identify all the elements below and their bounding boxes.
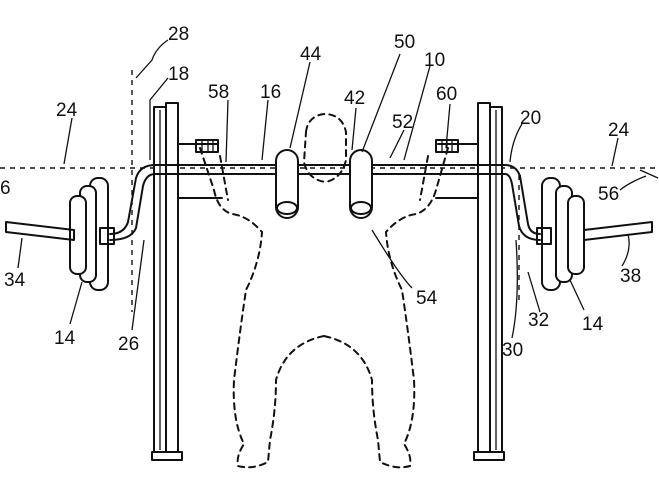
- label-10: 10: [424, 50, 445, 71]
- label-42: 42: [344, 88, 365, 109]
- label-32: 32: [528, 310, 549, 331]
- label-52: 52: [392, 112, 413, 133]
- label-30: 30: [502, 340, 523, 361]
- label-28: 28: [168, 24, 189, 45]
- label-44: 44: [300, 44, 322, 65]
- label-26: 26: [118, 334, 139, 355]
- label-20: 20: [520, 108, 541, 129]
- label-34: 34: [4, 270, 26, 291]
- left-shoulder-pad: [276, 150, 298, 218]
- label-14-right: 14: [582, 314, 604, 335]
- label-50: 50: [394, 32, 415, 53]
- label-6: 6: [0, 178, 11, 199]
- label-24-left: 24: [56, 100, 78, 121]
- label-16: 16: [260, 82, 281, 103]
- label-54: 54: [416, 288, 438, 309]
- right-shoulder-pad: [350, 150, 372, 218]
- left-upright: [152, 103, 182, 460]
- label-18: 18: [168, 64, 189, 85]
- label-38: 38: [620, 266, 641, 287]
- label-56: 56: [598, 184, 619, 205]
- label-24-right: 24: [608, 120, 630, 141]
- label-58: 58: [208, 82, 229, 103]
- label-14-left: 14: [54, 328, 76, 349]
- right-upright: [474, 103, 504, 460]
- label-60: 60: [436, 84, 457, 105]
